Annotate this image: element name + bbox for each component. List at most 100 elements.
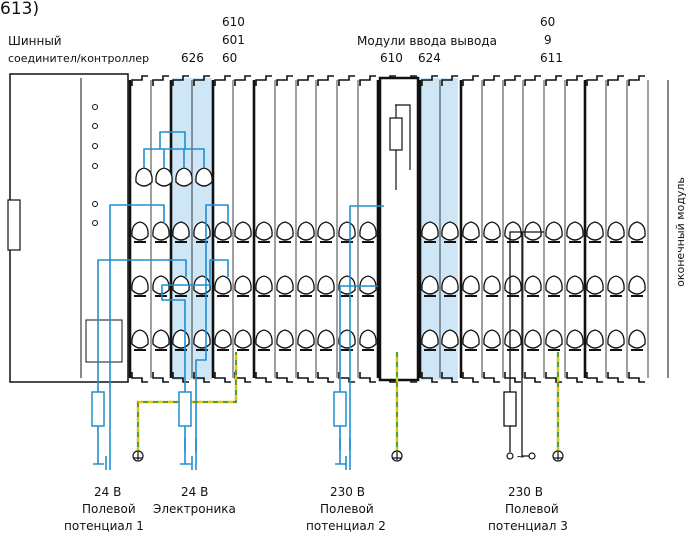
- top-rail-notch: [566, 75, 583, 86]
- terminal-clamp: [524, 221, 542, 241]
- top-rail-notch: [214, 75, 231, 86]
- terminal-marker: [237, 241, 249, 243]
- top-rail-notch: [483, 75, 500, 86]
- top-rail-notch: [152, 75, 169, 86]
- top-rail-notch: [317, 75, 334, 86]
- terminal-marker: [465, 349, 477, 351]
- bottom-rail-notch: [359, 372, 376, 383]
- terminal-clamp: [131, 329, 149, 349]
- terminal-clamp: [545, 275, 563, 295]
- terminal-marker: [279, 241, 291, 243]
- terminal-clamp: [255, 329, 273, 349]
- terminal-marker: [196, 241, 208, 243]
- terminal-clamp: [338, 329, 356, 349]
- bottom-rail-notch: [462, 372, 479, 383]
- terminal-marker: [486, 295, 498, 297]
- terminal-clamp: [152, 329, 170, 349]
- dc-source-symbols: [93, 438, 351, 470]
- top-rail-notch: [172, 75, 189, 86]
- top-rail-notch: [441, 75, 458, 86]
- black-wires: [509, 231, 544, 452]
- terminal-clamp: [524, 329, 542, 349]
- terminal-clamp: [628, 275, 646, 295]
- terminal-clamp: [607, 221, 625, 241]
- figure-id: 613): [0, 0, 39, 19]
- terminal-marker: [507, 295, 519, 297]
- terminal-clamp: [504, 275, 522, 295]
- terminal-marker: [217, 349, 229, 351]
- terminal-clamp: [152, 221, 170, 241]
- bottom-rail-notch: [586, 372, 603, 383]
- terminal-clamp: [566, 275, 584, 295]
- terminal-marker: [258, 349, 270, 351]
- terminal-clamp: [628, 329, 646, 349]
- top-rail-notch: [193, 75, 210, 86]
- ac-source-symbol: [506, 452, 536, 460]
- bottom-rail-notch: [317, 372, 334, 383]
- terminal-marker: [486, 241, 498, 243]
- terminal-clamp: [297, 275, 315, 295]
- top-rail-notch: [234, 75, 251, 86]
- terminal-clamp: [255, 221, 273, 241]
- terminal-marker: [465, 295, 477, 297]
- terminal-marker: [444, 349, 456, 351]
- module-dividers: [128, 80, 669, 378]
- bottom-rail-notch: [545, 372, 562, 383]
- module-60-label-b: 60: [540, 15, 555, 29]
- terminal-marker: [444, 295, 456, 297]
- terminal-marker: [175, 349, 187, 351]
- module-611-label: 611: [540, 51, 563, 65]
- terminal-marker: [362, 241, 374, 243]
- terminal-clamp: [193, 329, 211, 349]
- terminal-marker: [569, 349, 581, 351]
- terminal-marker: [424, 295, 436, 297]
- bottom-rail-notch: [255, 372, 272, 383]
- terminal-marker: [341, 295, 353, 297]
- top-rail-notch: [359, 75, 376, 86]
- terminal-marker: [175, 295, 187, 297]
- terminal-marker: [424, 349, 436, 351]
- bus-coupler: [7, 73, 129, 383]
- terminal-marker: [527, 349, 539, 351]
- top-rail-notch: [338, 75, 355, 86]
- terminal-clamp: [214, 275, 232, 295]
- terminal-clamp: [462, 275, 480, 295]
- top-rail-notch: [276, 75, 293, 86]
- terminal-marker: [237, 349, 249, 351]
- bottom-rail-notch: [214, 372, 231, 383]
- terminal-marker: [196, 295, 208, 297]
- terminal-marker: [237, 295, 249, 297]
- supply3-voltage: 230 В: [330, 485, 365, 499]
- bottom-rail-notch: [421, 372, 438, 383]
- bottom-rail-notch: [504, 372, 521, 383]
- terminal-clamp: [338, 221, 356, 241]
- terminal-clamp: [276, 275, 294, 295]
- terminal-marker: [569, 295, 581, 297]
- terminal-clamp: [566, 329, 584, 349]
- terminal-marker: [155, 349, 167, 351]
- terminal-marker: [155, 295, 167, 297]
- fuse-symbols: [91, 391, 347, 427]
- terminal-marker: [507, 241, 519, 243]
- terminal-marker: [589, 295, 601, 297]
- terminal-clamp: [255, 275, 273, 295]
- top-rail-notch: [255, 75, 272, 86]
- terminal-marker: [217, 295, 229, 297]
- terminal-clamp: [628, 221, 646, 241]
- terminal-marker: [341, 241, 353, 243]
- top-rail-notch: [586, 75, 603, 86]
- terminal-marker: [631, 295, 643, 297]
- terminal-marker: [341, 349, 353, 351]
- terminal-clamp: [524, 275, 542, 295]
- terminal-marker: [217, 241, 229, 243]
- bottom-rail-notch: [607, 372, 624, 383]
- bottom-rail-notch: [628, 372, 645, 383]
- terminal-clamp: [172, 329, 190, 349]
- terminal-marker: [196, 349, 208, 351]
- bottom-rail-notch: [234, 372, 251, 383]
- supply2-name: Электроника: [153, 502, 236, 516]
- terminal-clamp: [441, 221, 459, 241]
- terminal-clamp: [317, 329, 335, 349]
- terminal-marker: [279, 349, 291, 351]
